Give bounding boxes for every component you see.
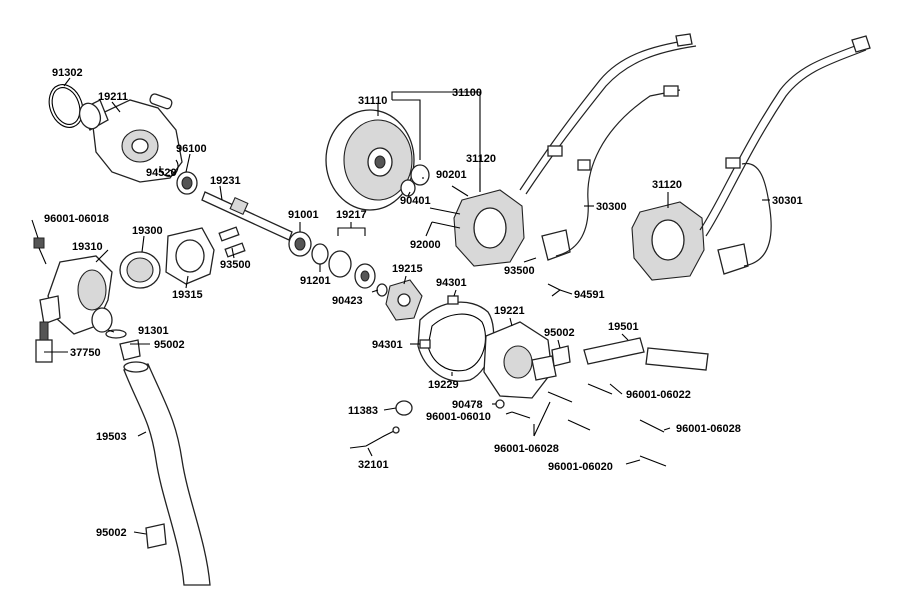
nut-90201 — [410, 164, 430, 186]
o-ring-91302 — [48, 84, 84, 128]
bracket-32101 — [349, 426, 400, 449]
label-30301: 30301 — [772, 195, 803, 207]
gasket-19315 — [165, 227, 215, 285]
stator-31120-left — [453, 189, 525, 267]
label-96001-06022: 96001-06022 — [626, 389, 691, 401]
thermostat-19300 — [119, 251, 161, 289]
label-94591: 94591 — [574, 289, 605, 301]
pickup-coil-30300 — [541, 229, 571, 261]
mechanical-seal-19217 — [328, 250, 376, 289]
clip-94591 — [547, 283, 562, 297]
label-31110: 31110 — [358, 95, 387, 107]
label-92000: 92000 — [410, 239, 441, 251]
part-labels: 91302 19211 96100 94520 19231 96001-0601… — [44, 67, 803, 539]
label-96001-06020: 96001-06020 — [548, 461, 613, 473]
temp-sensor-37750 — [35, 321, 53, 363]
label-93500-right: 93500 — [504, 265, 535, 277]
label-11383: 11383 — [348, 405, 378, 417]
label-32101: 32101 — [358, 459, 389, 471]
label-91301: 91301 — [138, 325, 169, 337]
label-31100: 31100 — [452, 87, 482, 99]
label-96001-06010: 96001-06010 — [426, 411, 491, 423]
wiring-30301 — [699, 35, 871, 267]
label-95002-left: 95002 — [154, 339, 185, 351]
label-95002-bottom: 95002 — [96, 527, 127, 539]
bearing-96100 — [176, 171, 198, 195]
clamp-95002-mid — [551, 345, 571, 367]
seal-91201 — [311, 243, 329, 265]
clamp-95002-bottom — [145, 523, 167, 549]
label-94520: 94520 — [146, 167, 177, 179]
pump-body-19221 — [483, 321, 557, 399]
label-90401: 90401 — [400, 195, 431, 207]
screws-92000 — [429, 185, 469, 229]
label-96001-06028-right: 96001-06028 — [676, 423, 741, 435]
thermostat-cover-19310 — [39, 255, 113, 335]
label-95002-mid: 95002 — [544, 327, 575, 339]
label-19501: 19501 — [608, 321, 639, 333]
label-19300: 19300 — [132, 225, 163, 237]
label-19215: 19215 — [392, 263, 423, 275]
label-94301-left: 94301 — [372, 339, 403, 351]
stator-31120-right — [631, 201, 705, 281]
label-94301-top: 94301 — [436, 277, 467, 289]
label-90478: 90478 — [452, 399, 483, 411]
impeller-19215 — [385, 279, 423, 321]
clamp-95002-left — [119, 339, 141, 361]
label-19315: 19315 — [172, 289, 203, 301]
label-19221: 19221 — [494, 305, 525, 317]
label-37750: 37750 — [70, 347, 101, 359]
label-19229: 19229 — [428, 379, 459, 391]
label-19310: 19310 — [72, 241, 103, 253]
label-19211: 19211 — [98, 91, 128, 103]
label-31120-left: 31120 — [466, 153, 496, 165]
label-19503: 19503 — [96, 431, 127, 443]
label-93500-left: 93500 — [220, 259, 251, 271]
circlip-94520 — [159, 159, 179, 177]
pump-cover-19211 — [78, 93, 183, 183]
hose-19501 — [583, 337, 709, 371]
label-90423: 90423 — [332, 295, 363, 307]
label-90201: 90201 — [436, 169, 467, 181]
label-96001-06028-left: 96001-06028 — [494, 443, 559, 455]
hose-19503 — [123, 361, 211, 586]
label-31120-right: 31120 — [652, 179, 682, 191]
label-91001: 91001 — [288, 209, 319, 221]
cap-11383 — [395, 400, 413, 416]
bolts-96001 — [511, 383, 667, 467]
washer-90423 — [376, 283, 388, 297]
seal-91301 — [105, 329, 127, 339]
label-91201: 91201 — [300, 275, 331, 287]
pickup-coil-30301 — [717, 243, 749, 275]
label-96001-06018: 96001-06018 — [44, 213, 109, 225]
leader-lines — [31, 77, 770, 535]
label-30300: 30300 — [596, 201, 627, 213]
label-19231: 19231 — [210, 175, 241, 187]
flywheel-31110 — [325, 109, 415, 211]
wiring-30300 — [519, 33, 697, 257]
bolt-96001-06018 — [33, 237, 47, 265]
pump-shaft-19231 — [201, 191, 293, 241]
washer-90401 — [400, 179, 416, 197]
label-19217: 19217 — [336, 209, 367, 221]
washer-90478 — [495, 399, 505, 409]
bearing-91001 — [288, 231, 312, 257]
label-96100: 96100 — [176, 143, 207, 155]
dowel-93500-left — [218, 226, 246, 258]
label-91302: 91302 — [52, 67, 83, 79]
